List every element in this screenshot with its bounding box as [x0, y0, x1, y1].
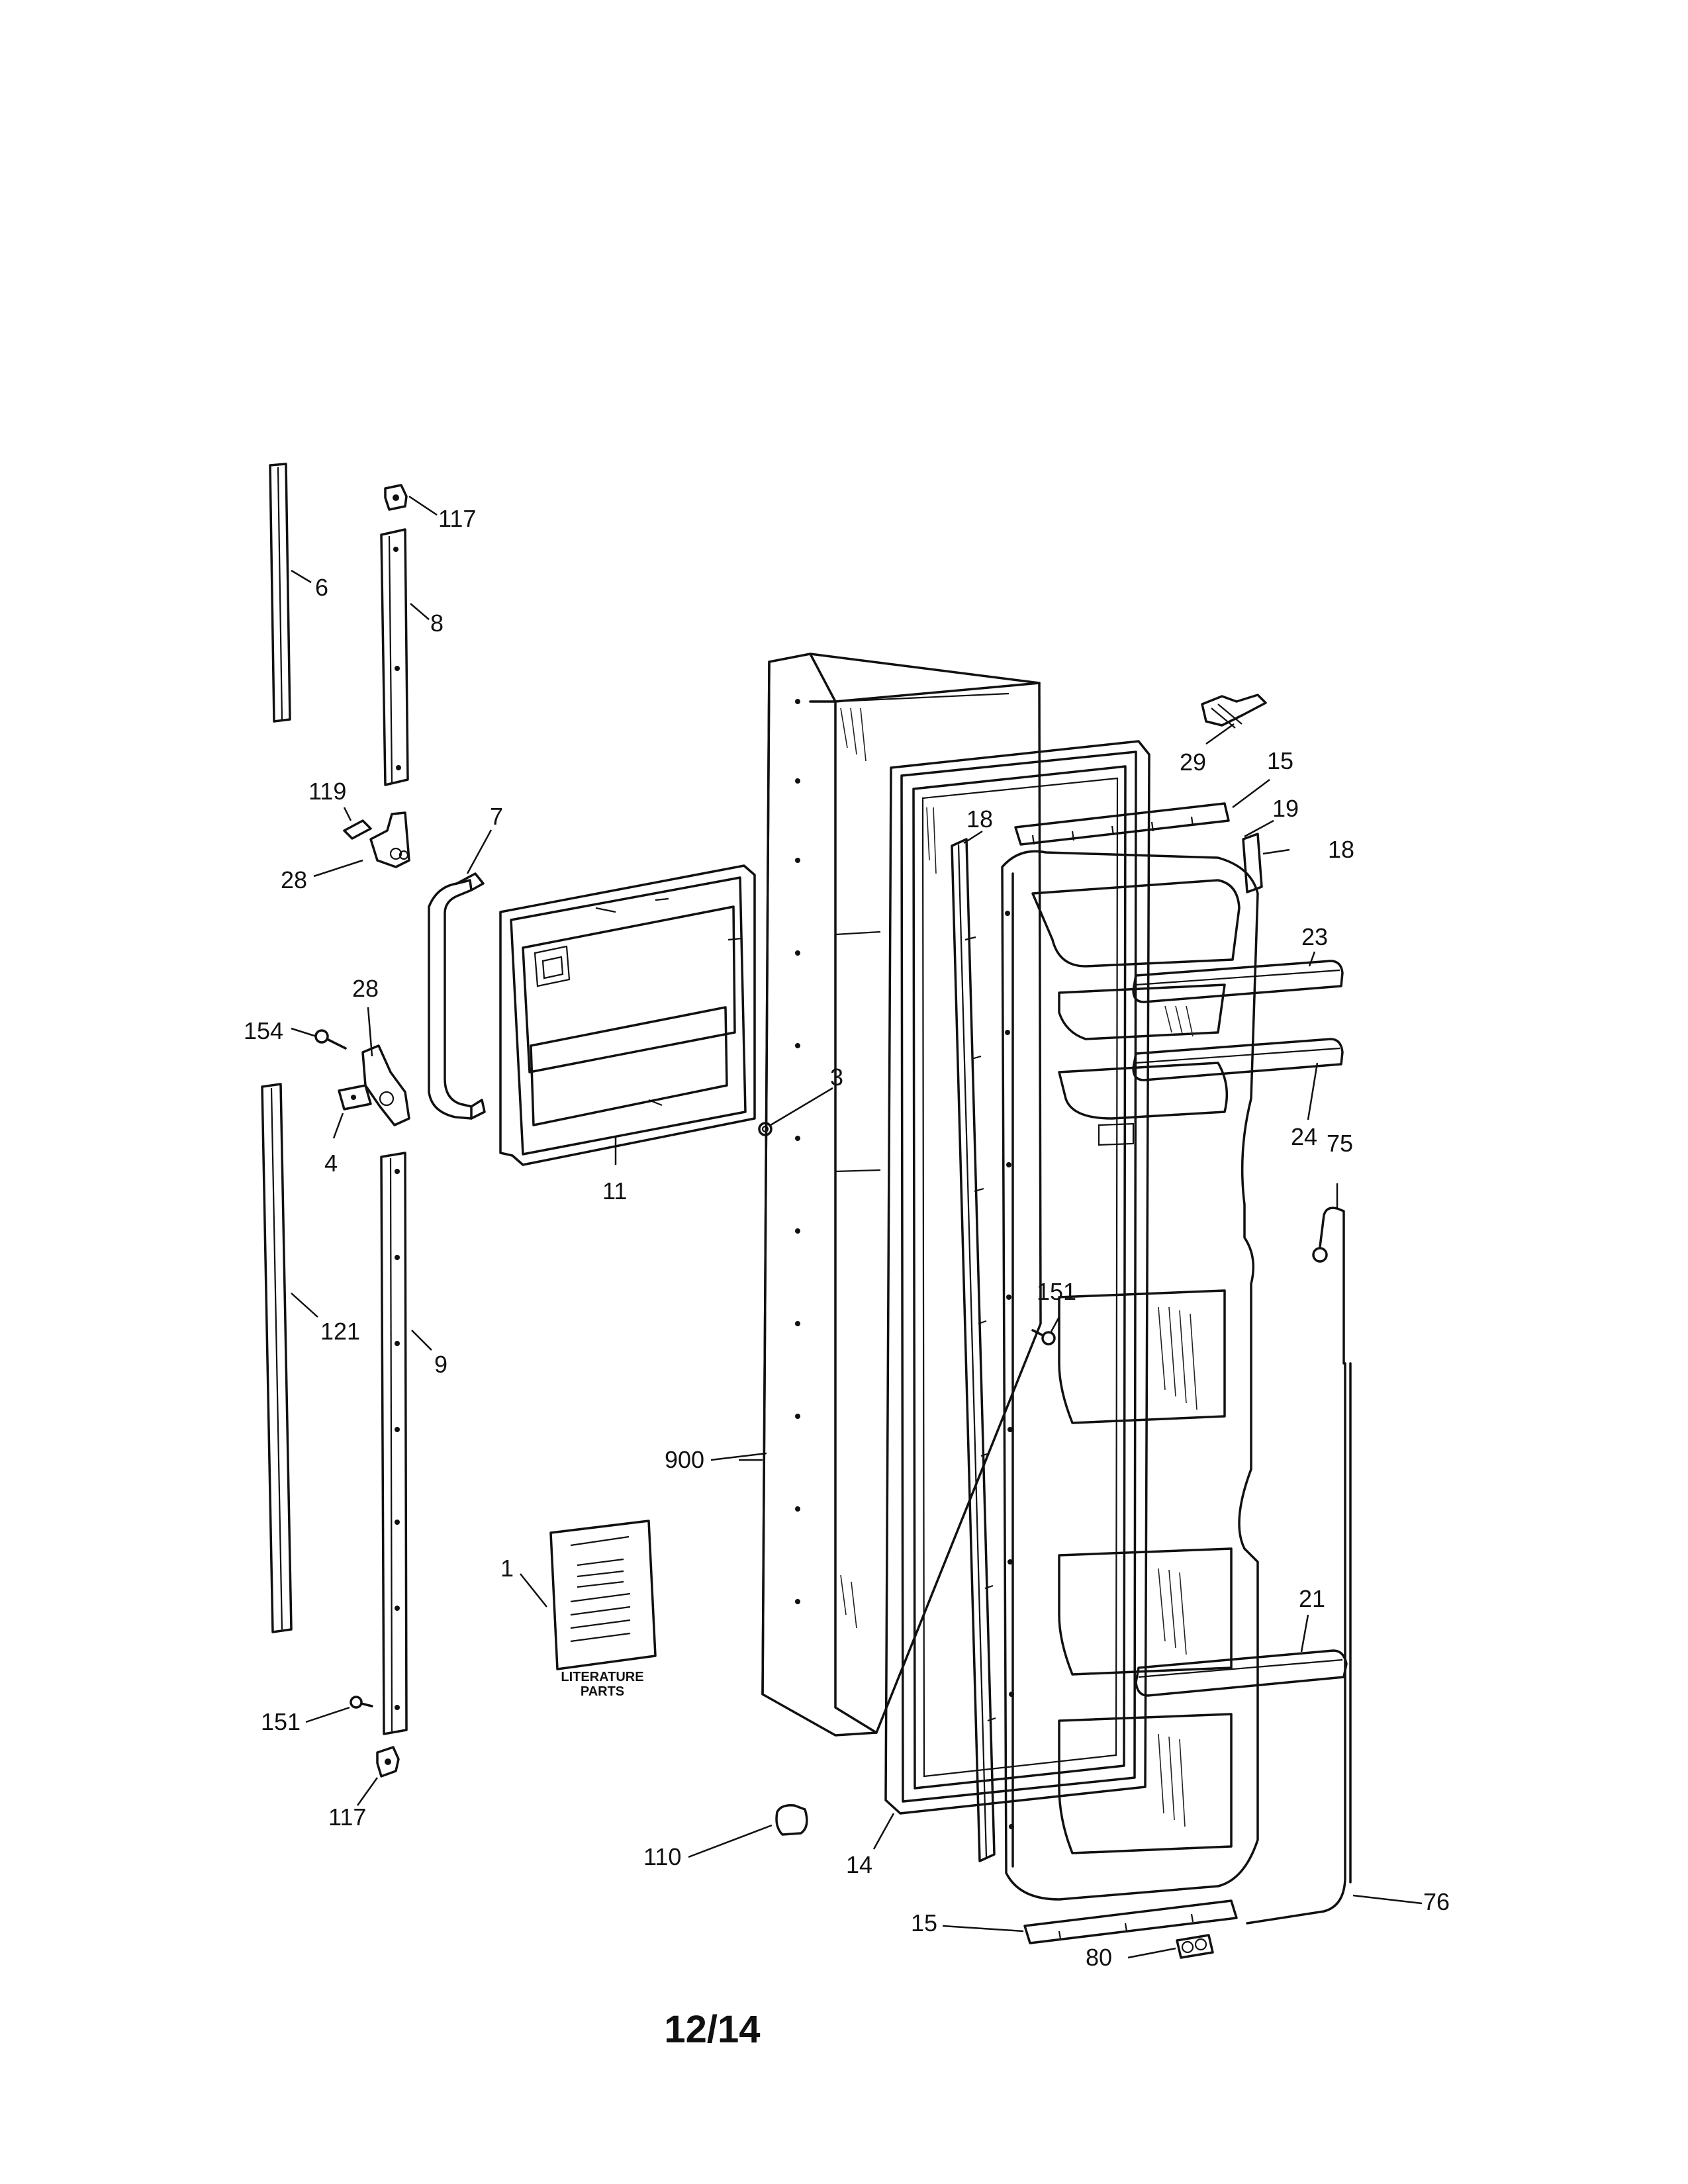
callout-23: 23 — [1301, 923, 1328, 950]
callout-24: 24 — [1291, 1123, 1317, 1150]
literature-label: LITERATURE — [561, 1670, 643, 1684]
callout-4: 4 — [324, 1150, 338, 1177]
part-28-hinge-top — [369, 811, 410, 868]
callout-6: 6 — [315, 574, 328, 601]
callout-119: 119 — [308, 778, 346, 805]
part-18-breaker-strip-right — [1242, 833, 1263, 893]
callout-28-bottom: 28 — [352, 975, 379, 1002]
callout-117-bottom: 117 — [328, 1803, 366, 1831]
callout-18-left: 18 — [966, 805, 993, 833]
page-number: 12/14 — [664, 2008, 760, 2051]
part-15-bracket-bottom — [1023, 1899, 1238, 1944]
callout-18-right: 18 — [1328, 836, 1354, 863]
part-23-shelf-rail — [1132, 960, 1344, 1003]
callout-14: 14 — [846, 1851, 872, 1878]
part-9-hinge-channel-bottom — [380, 1152, 408, 1735]
callout-1: 1 — [500, 1555, 514, 1582]
callout-21: 21 — [1299, 1585, 1325, 1612]
callout-11: 11 — [602, 1177, 627, 1205]
part-24-shelf-rail — [1132, 1038, 1344, 1081]
callout-117-top: 117 — [438, 505, 476, 532]
callout-151-right: 151 — [1037, 1278, 1076, 1305]
part-154-screw — [314, 1029, 347, 1050]
callout-15-bottom: 15 — [911, 1909, 937, 1936]
door-liner — [1001, 850, 1259, 1901]
part-117-hinge-cap-bottom — [376, 1746, 400, 1778]
callout-900: 900 — [665, 1446, 704, 1473]
callout-28-top: 28 — [281, 866, 307, 893]
part-18-breaker-strip-left — [951, 838, 996, 1862]
callout-9: 9 — [434, 1351, 447, 1378]
callout-19: 19 — [1272, 795, 1299, 822]
part-110-cap — [775, 1803, 808, 1836]
part-76-water-tube — [1246, 1362, 1352, 1925]
part-7-door-handle — [428, 872, 486, 1120]
callout-80: 80 — [1086, 1944, 1112, 1971]
part-119-hinge-pin — [343, 819, 372, 840]
callout-151-left: 151 — [261, 1708, 301, 1735]
callout-76: 76 — [1423, 1888, 1450, 1915]
callout-154: 154 — [244, 1017, 283, 1044]
part-1-literature: LITERATURE PARTS — [549, 1520, 657, 1699]
callout-7: 7 — [490, 803, 503, 830]
part-11-door-panel — [499, 864, 756, 1166]
callout-29: 29 — [1180, 749, 1206, 776]
callout-8: 8 — [430, 610, 444, 637]
leader-lines — [291, 495, 1423, 1959]
callout-labels: 117 6 8 119 28 7 28 154 4 11 3 121 9 900… — [244, 505, 1450, 1971]
part-14-door-gasket — [884, 740, 1150, 1815]
callout-3: 3 — [830, 1064, 843, 1091]
part-29-clip — [1201, 694, 1267, 729]
part-151-screw-left — [350, 1696, 373, 1709]
part-28-hinge-bottom — [361, 1044, 410, 1126]
part-4-hinge-shim — [338, 1084, 372, 1111]
part-21-shelf-rail — [1135, 1649, 1348, 1697]
part-75-tube-fitting — [1312, 1206, 1345, 1365]
part-6-trim-strip — [269, 463, 291, 723]
callout-15-top: 15 — [1267, 747, 1293, 774]
part-900-door-shell — [761, 653, 1042, 1737]
callout-75: 75 — [1327, 1130, 1353, 1157]
part-15-bracket-top — [1014, 802, 1230, 846]
part-121-trim-strip-long — [261, 1083, 293, 1633]
part-8-hinge-channel-top — [380, 528, 409, 786]
callout-121: 121 — [320, 1318, 360, 1345]
parts-label: PARTS — [581, 1684, 624, 1699]
part-151-screw-right — [1031, 1329, 1056, 1345]
callout-110: 110 — [643, 1843, 681, 1870]
part-80-connector — [1176, 1934, 1214, 1959]
part-117-hinge-cap-top — [384, 484, 408, 511]
